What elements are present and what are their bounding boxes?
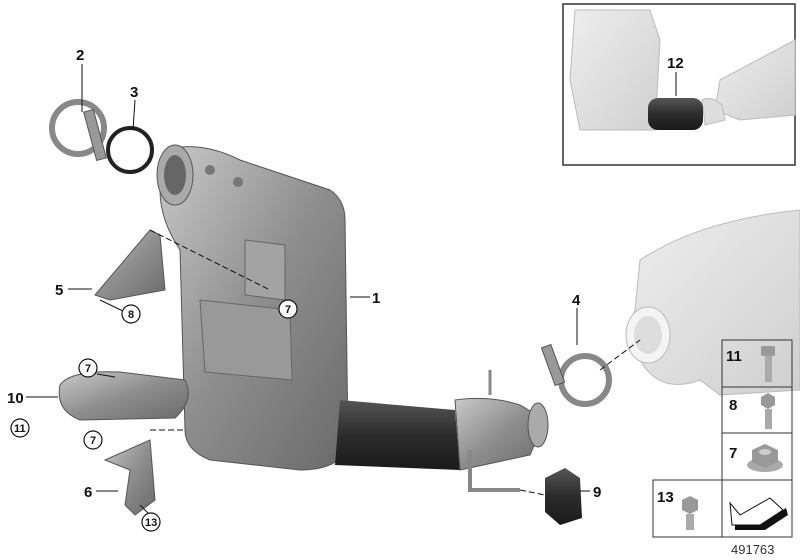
leader-lines (26, 64, 641, 516)
part-label-3: 3 (130, 84, 138, 101)
callout-circles (10, 299, 298, 532)
callout-7: 7 (90, 435, 96, 447)
bolt-11-icon (761, 346, 775, 382)
part-label-1: 1 (372, 290, 380, 307)
legend-label-8: 8 (729, 397, 737, 414)
heat-shield-10 (58, 371, 189, 421)
callout-13: 13 (145, 517, 157, 529)
bracket-5 (94, 229, 166, 301)
part-label-5: 5 (55, 282, 63, 299)
legend-label-13: 13 (657, 489, 674, 506)
decoupling-element-inset (648, 98, 703, 130)
callout-7: 7 (85, 363, 91, 375)
part-label-6: 6 (84, 484, 92, 501)
fastener-legend (652, 339, 793, 538)
exhaust-pipe (335, 370, 549, 492)
part-label-4: 4 (572, 292, 581, 309)
legend-label-11: 11 (726, 348, 742, 365)
part-label-10: 10 (7, 390, 24, 407)
rear-muffler (625, 209, 800, 396)
rubber-mount-9 (545, 468, 582, 525)
part-label-9: 9 (593, 484, 601, 501)
reference-number: 491763 (731, 542, 775, 557)
callout-11: 11 (14, 423, 26, 435)
part-label-12: 12 (667, 55, 684, 72)
orientation-arrow-icon (729, 497, 788, 530)
callout-8: 8 (128, 309, 134, 321)
legend-label-7: 7 (729, 445, 737, 462)
part-label-2: 2 (76, 47, 84, 64)
bolt-8-icon (761, 393, 775, 429)
clamp-4 (540, 343, 612, 407)
flange-nut-7-icon (747, 444, 783, 472)
bracket-6 (103, 439, 156, 516)
gasket-3 (106, 126, 154, 174)
diesel-particulate-filter (156, 144, 349, 471)
clamp-2 (49, 99, 107, 162)
bolt-13-icon (682, 496, 698, 530)
inset-detail-view (562, 3, 796, 166)
callout-7: 7 (285, 304, 291, 316)
